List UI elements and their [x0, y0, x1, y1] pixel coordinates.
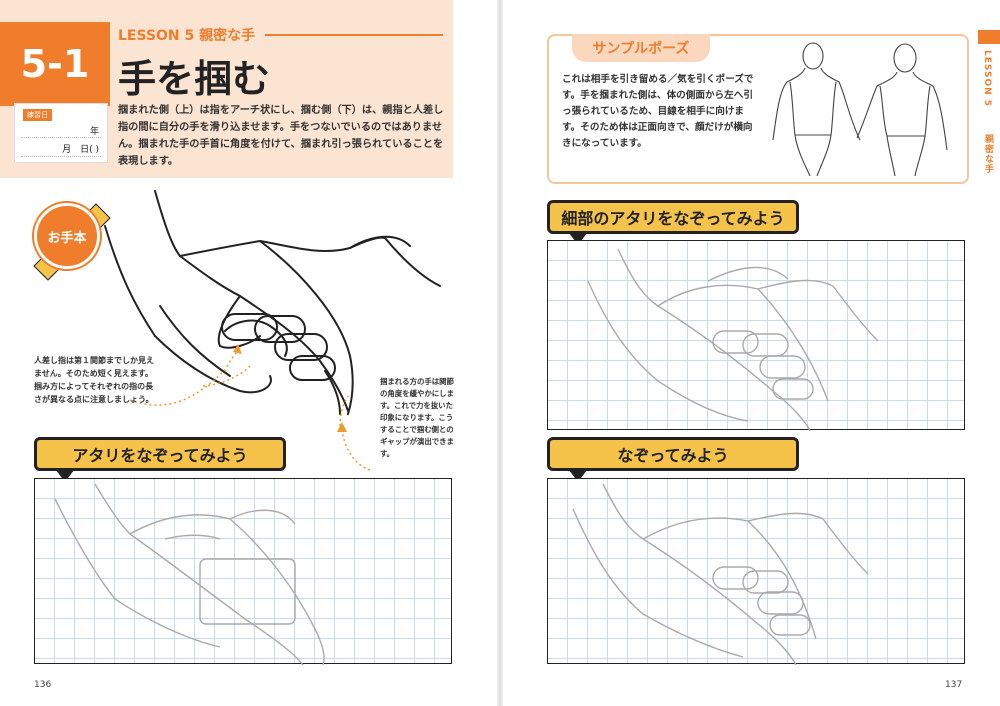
divider [21, 156, 101, 157]
callout-arrow-right [337, 422, 371, 471]
intro-text: 掴まれた側（上）は指をアーチ状にし、掴む側（下）は、親指と人差し指の間に自分の手… [118, 105, 444, 167]
sample-pose-figures [772, 42, 948, 176]
lesson-label: LESSON 5 親密な手 [118, 28, 256, 44]
side-index-tab: LESSON 5 親密な手 [978, 30, 1000, 180]
trace-sketch [572, 483, 869, 666]
banner-trace: アタリをなぞってみよう [34, 437, 286, 471]
otehon-badge: お手本 [34, 203, 100, 269]
page-title: 手を掴む [118, 56, 271, 101]
side-index-bar [978, 30, 1000, 44]
practice-grid-right [547, 478, 965, 666]
detail-guide-sketch [587, 248, 879, 432]
page-number-left: 136 [34, 680, 52, 690]
banner-detail: 細部のアタリをなぞってみよう [547, 200, 799, 234]
practice-grid-left [34, 478, 452, 666]
lesson-number: 5-1 [0, 22, 110, 106]
practice-grid-detail [547, 240, 965, 432]
side-title: 親密な手 [983, 134, 993, 174]
practice-date-box: 練習日 年 月 日( ) [14, 103, 108, 163]
divider [21, 137, 101, 138]
callout-arrow-left [129, 344, 242, 406]
lesson-label-row: LESSON 5 親密な手 [118, 25, 443, 45]
practice-tag: 練習日 [23, 109, 52, 121]
page-number-right: 137 [945, 680, 963, 690]
practice-monthday: 月 日( ) [62, 145, 99, 155]
example-hand-illustration [104, 190, 441, 426]
sample-pose-title: サンプルポーズ [572, 34, 710, 62]
lesson-rule [265, 34, 443, 36]
page-spine [497, 0, 503, 706]
note-right: 掴まれる方の手は関節の角度を緩やかにします。これで力を抜いた印象になります。こう… [380, 377, 454, 458]
sample-pose-text: これは相手を引き留める／気を引くポーズです。手を掴まれた側は、体の側面から左へ引… [562, 74, 754, 149]
banner-trace-right: なぞってみよう [547, 437, 799, 471]
note-left: 人差し指は第１関節までしか見えません。そのため短く見えます。掴み方によってそれぞ… [34, 356, 154, 404]
side-lesson: LESSON 5 [982, 50, 992, 108]
trace-guide-sketch [54, 483, 325, 666]
practice-year: 年 [89, 127, 99, 137]
